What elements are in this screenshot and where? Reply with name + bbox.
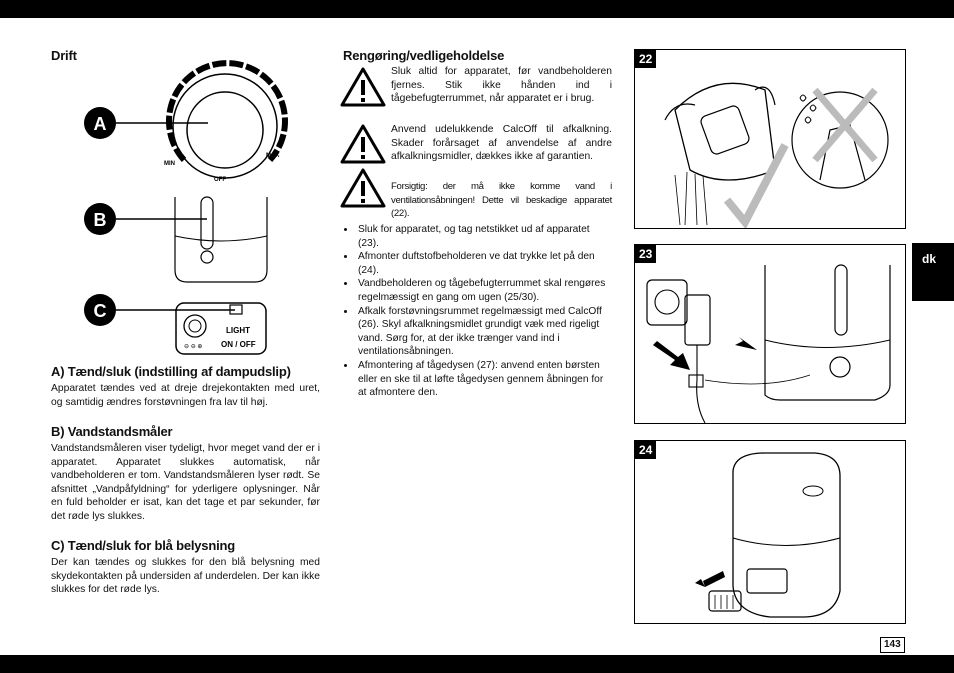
bottom-bar (0, 655, 954, 673)
section-a: A) Tænd/sluk (indstilling af dampudslip)… (51, 364, 320, 409)
section-a-heading: A) Tænd/sluk (indstilling af dampudslip) (51, 364, 291, 379)
warning-3-text: Forsigtig: der må ikke komme vand i vent… (391, 181, 612, 220)
figure-22-number: 22 (635, 50, 657, 68)
on-off-label: ON / OFF (221, 340, 256, 349)
dial-illustration (166, 60, 288, 179)
operation-title: Drift (51, 48, 77, 63)
section-b-body: Vandstandsmåleren viser tydeligt, hvor m… (51, 443, 320, 522)
dial-off-label: OFF (214, 177, 226, 183)
label-c-circle (84, 294, 116, 326)
cleaning-steps-list: Sluk for apparatet, og tag netstikket ud… (343, 223, 612, 400)
figure-22-illustration (664, 82, 889, 230)
svg-text:⊖ ⊖ ⊕: ⊖ ⊖ ⊕ (184, 344, 202, 350)
dial-min-label: MIN (164, 161, 175, 167)
list-item: Afkalk forstøvningsrummet regelmæssigt m… (356, 305, 612, 359)
page-number: 143 (880, 637, 905, 653)
light-label: LIGHT (226, 326, 250, 335)
list-item: Vandbeholderen og tågebefugterrummet ska… (356, 277, 612, 304)
warning-icon (340, 124, 386, 164)
list-item: Afmonter duftstofbeholderen ve dat trykk… (356, 250, 612, 277)
language-tab: dk (912, 243, 954, 301)
figure-23: 23 (634, 244, 906, 424)
warning-icon (340, 67, 386, 107)
figure-23-number: 23 (635, 245, 657, 263)
water-level-illustration (174, 196, 268, 283)
section-c-heading: C) Tænd/sluk for blå belysning (51, 538, 235, 553)
figure-24-number: 24 (635, 441, 657, 459)
list-item: Sluk for apparatet, og tag netstikket ud… (356, 223, 612, 250)
figure-24-illustration (695, 452, 841, 618)
label-b: B (94, 210, 107, 230)
figure-22: 22 (634, 49, 906, 230)
language-tab-label: dk (922, 252, 937, 266)
label-b-circle (84, 203, 116, 235)
section-a-body: Apparatet tændes ved at dreje drejekonta… (51, 383, 320, 408)
cleaning-title: Rengøring/vedligeholdelse (343, 48, 505, 63)
label-a: A (94, 114, 107, 134)
light-switch-illustration: ⊖ ⊖ ⊕ (175, 302, 267, 355)
label-c: C (94, 301, 107, 321)
warning-1-text: Sluk altid for apparatet, før vandbehold… (391, 66, 612, 105)
warning-icon (340, 168, 386, 208)
controls-diagram: A MIN OFF MAX B ⊖ ⊖ ⊕ C LIGHT ON / OFF (84, 60, 288, 355)
label-a-circle (84, 107, 116, 139)
top-bar (0, 0, 954, 18)
section-b: B) Vandstandsmåler Vandstandsmåleren vis… (51, 424, 320, 524)
section-c-body: Der kan tændes og slukkes for den blå be… (51, 557, 320, 596)
section-b-heading: B) Vandstandsmåler (51, 424, 173, 439)
figure-23-illustration (646, 264, 891, 424)
warning-2-text: Anvend udelukkende CalcOff til afkalknin… (391, 124, 612, 163)
dial-max-label: MAX (266, 153, 279, 159)
figure-24: 24 (634, 440, 906, 624)
section-c: C) Tænd/sluk for blå belysning Der kan t… (51, 538, 320, 597)
list-item: Afmontering af tågedysen (27): anvend en… (356, 359, 612, 400)
